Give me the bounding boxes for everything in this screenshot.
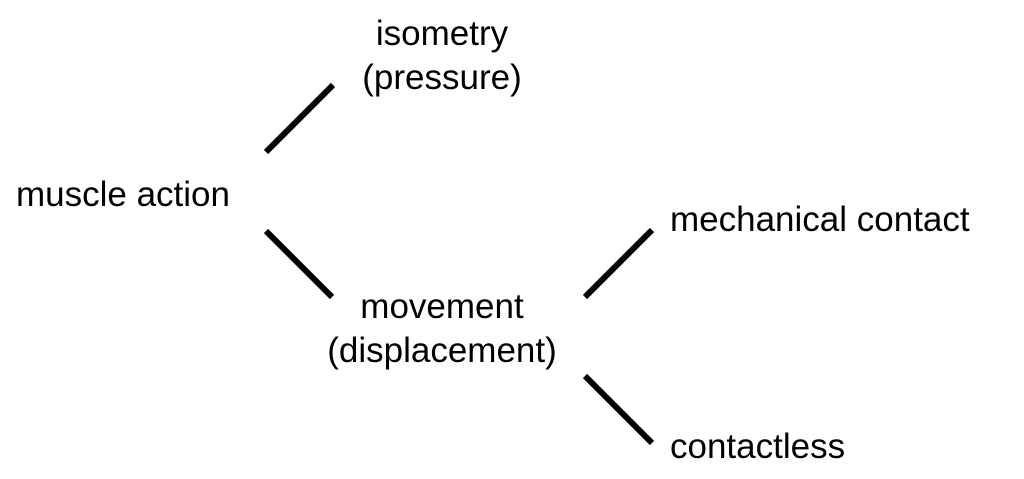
node-isometry: isometry (pressure): [300, 12, 584, 100]
node-movement: movement (displacement): [292, 285, 592, 373]
node-label: isometry: [375, 14, 509, 53]
node-muscle-action: muscle action: [16, 173, 230, 217]
node-label: muscle action: [16, 175, 230, 214]
edge-muscle-action-to-isometry: [263, 82, 336, 155]
edge-movement-to-mechanical-contact: [582, 227, 655, 300]
edge-muscle-action-to-movement: [263, 228, 335, 300]
node-sublabel: (pressure): [362, 58, 522, 97]
node-contactless: contactless: [670, 425, 845, 469]
node-label: mechanical contact: [670, 200, 970, 239]
node-sublabel: (displacement): [327, 331, 557, 370]
node-mechanical-contact: mechanical contact: [670, 198, 970, 242]
edge-movement-to-contactless: [582, 373, 655, 446]
node-label: contactless: [670, 427, 846, 466]
node-label: movement: [360, 287, 524, 326]
